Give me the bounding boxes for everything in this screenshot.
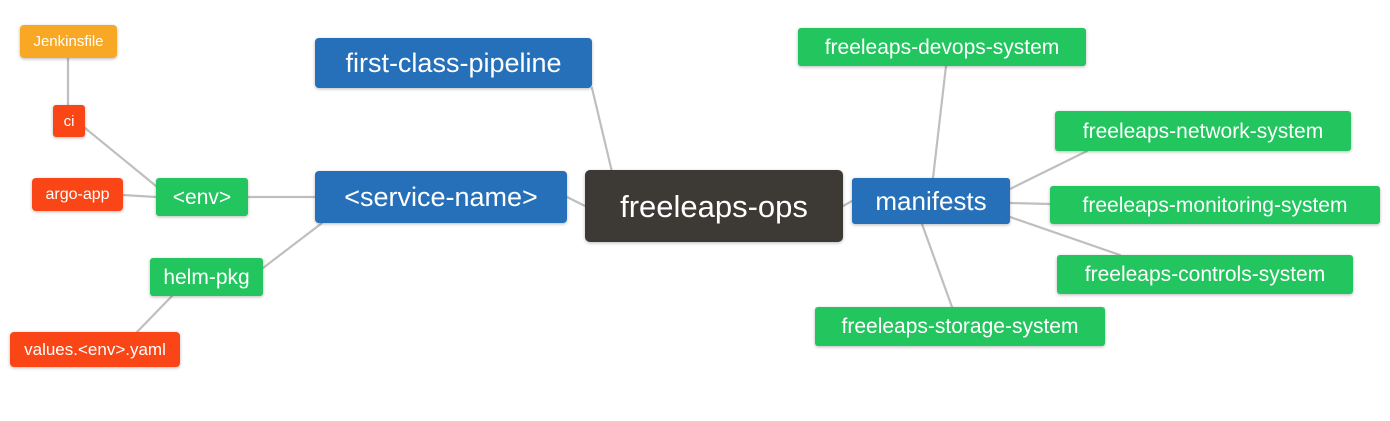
edge-ops-manifests: [841, 199, 854, 208]
mindmap-node-freeleaps-devops-system[interactable]: freeleaps-devops-system: [798, 28, 1086, 66]
node-label: freeleaps-network-system: [1082, 119, 1324, 143]
node-label: Jenkinsfile: [33, 33, 104, 50]
node-label: ci: [63, 112, 75, 130]
edge-manifests-monitoring: [1008, 201, 1052, 206]
node-label: <service-name>: [344, 181, 538, 212]
edge-manifests-storage: [920, 222, 954, 309]
node-label: <env>: [172, 185, 232, 209]
node-label: freeleaps-storage-system: [841, 315, 1079, 338]
mindmap-node-helm-pkg[interactable]: helm-pkg: [150, 258, 263, 296]
mindmap-node-freeleaps-monitoring-system[interactable]: freeleaps-monitoring-system: [1050, 186, 1380, 224]
edge-env-argoapp: [121, 193, 158, 199]
edge-servicename-helmpkg: [261, 221, 324, 270]
mindmap-node-ci[interactable]: ci: [53, 105, 85, 137]
node-label: freeleaps-devops-system: [824, 35, 1060, 59]
mindmap-node-freeleaps-ops[interactable]: freeleaps-ops: [585, 170, 843, 242]
edge-ops-pipeline: [590, 86, 614, 174]
node-label: freeleaps-monitoring-system: [1082, 193, 1348, 217]
node-label: manifests: [875, 186, 987, 216]
node-label: helm-pkg: [163, 265, 250, 289]
node-label: argo-app: [45, 185, 110, 203]
edge-manifests-network: [1008, 149, 1089, 191]
mindmap-node-manifests[interactable]: manifests: [852, 178, 1010, 224]
node-label: values.<env>.yaml: [24, 340, 166, 359]
node-label: freeleaps-ops: [620, 188, 808, 224]
mindmap-node-freeleaps-network-system[interactable]: freeleaps-network-system: [1055, 111, 1351, 151]
mindmap-node-env[interactable]: <env>: [156, 178, 248, 216]
edge-helmpkg-values: [135, 294, 174, 334]
mindmap-node-freeleaps-controls-system[interactable]: freeleaps-controls-system: [1057, 255, 1353, 294]
mindmap-node-values-env-yaml[interactable]: values.<env>.yaml: [10, 332, 180, 367]
node-label: freeleaps-controls-system: [1084, 263, 1326, 286]
mindmap-node-jenkinsfile[interactable]: Jenkinsfile: [20, 25, 117, 58]
mindmap-node-freeleaps-storage-system[interactable]: freeleaps-storage-system: [815, 307, 1105, 346]
mindmap-node-first-class-pipeline[interactable]: first-class-pipeline: [315, 38, 592, 88]
node-label: first-class-pipeline: [345, 47, 562, 78]
mindmap-node-service-name[interactable]: <service-name>: [315, 171, 567, 223]
edge-ops-servicename: [565, 195, 587, 208]
edge-manifests-devops: [931, 64, 948, 180]
mindmap-node-argo-app[interactable]: argo-app: [32, 178, 123, 211]
